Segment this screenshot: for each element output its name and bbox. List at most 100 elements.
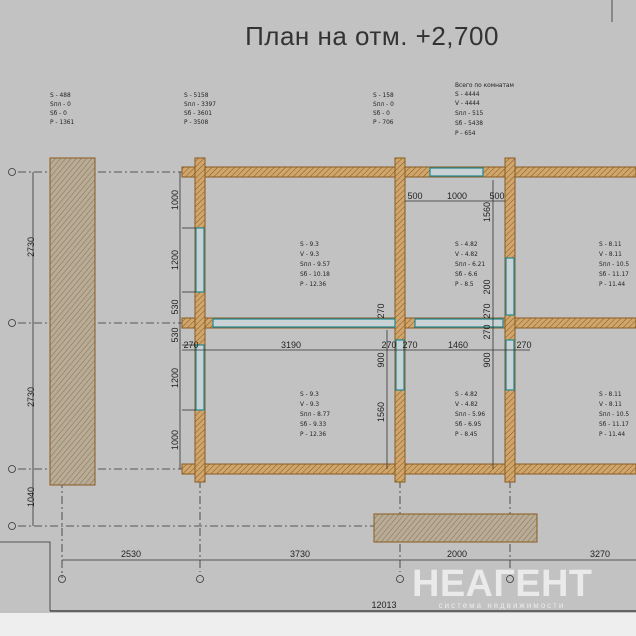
room-info-line: Sпл - 9.57 — [300, 260, 330, 268]
drawing-title: План на отм. +2,700 — [245, 21, 499, 51]
dimension-label: 3270 — [590, 549, 610, 559]
room-info-line: V - 9.3 — [300, 400, 319, 408]
room-info-line: V - 8.11 — [599, 400, 622, 408]
summary-line: P - 3508 — [184, 118, 209, 126]
dimension-label: 1000 — [447, 191, 467, 201]
room-info-line: S - 8.11 — [599, 240, 622, 248]
windows — [195, 167, 515, 411]
inner-left-dimensions: 1000 1200 530 530 1200 1000 — [170, 190, 180, 450]
summary-line: Sпл - 3397 — [184, 100, 216, 108]
vertical-inner-dimensions: 270 200 270 270 900 900 1560 1560 — [376, 202, 492, 422]
summary-line: S - 158 — [373, 91, 394, 99]
room-info-line: V - 4.82 — [455, 400, 478, 408]
room-info-line: S - 4.82 — [455, 390, 478, 398]
dimension-label: 1200 — [170, 368, 180, 388]
grid-axes — [18, 160, 636, 578]
axis-marker-icon — [8, 319, 16, 327]
dimension-label: 1560 — [376, 402, 386, 422]
room-info-line: Sб - 11.17 — [599, 420, 629, 428]
window — [212, 318, 396, 328]
dimension-label: 3190 — [281, 340, 301, 350]
dimension-label: 530 — [170, 327, 180, 342]
window — [195, 227, 205, 293]
summary-line: S - 5158 — [184, 91, 209, 99]
room-info-line: P - 12.36 — [300, 280, 326, 288]
dimension-label: 500 — [407, 191, 422, 201]
middle-dimensions: 270 3190 270 270 1460 270 — [183, 340, 531, 350]
wall-top — [181, 166, 636, 178]
totals-line: V - 4444 — [455, 99, 480, 107]
wall-right — [504, 157, 516, 483]
room-info-line: Sб - 9.33 — [300, 420, 326, 428]
wall-left — [194, 157, 206, 483]
watermark-logo: НЕАГЕНТ — [412, 563, 592, 605]
window — [414, 318, 504, 328]
summary-line: Sб - 3601 — [184, 109, 212, 117]
summary-line: P - 1361 — [50, 118, 75, 126]
room-info-line: P - 8.45 — [455, 430, 478, 438]
axis-markers — [8, 168, 514, 583]
window — [505, 339, 515, 391]
totals-line: Sпл - 515 — [455, 109, 484, 117]
room-info-line: S - 4.82 — [455, 240, 478, 248]
bottom-dimensions: 2530 3730 2000 3270 12013 — [121, 549, 610, 610]
room-info-line: V - 4.82 — [455, 250, 478, 258]
dimension-label: 530 — [170, 299, 180, 314]
dimension-label: 270 — [376, 303, 386, 318]
dimension-label: 1000 — [170, 430, 180, 450]
wall-middle — [181, 317, 636, 329]
dimension-label: 1200 — [170, 250, 180, 270]
axis-marker-icon — [8, 465, 16, 473]
axis-marker-icon — [396, 575, 404, 583]
summary-line: Sпл - 0 — [50, 100, 71, 108]
dimension-label: 1460 — [448, 340, 468, 350]
left-dimensions: 2730 2730 1040 — [26, 237, 36, 507]
wall-center — [394, 157, 406, 483]
room-info-line: P - 12.36 — [300, 430, 326, 438]
wall-bottom — [181, 463, 636, 475]
room-info-line: Sб - 6.95 — [455, 420, 481, 428]
dimension-label: 2730 — [26, 387, 36, 407]
room-info-line: S - 8.11 — [599, 390, 622, 398]
room-info-line: P - 11.44 — [599, 280, 625, 288]
room-info-line: Sб - 11.17 — [599, 270, 629, 278]
dimension-label: 270 — [482, 303, 492, 318]
room-info-line: V - 9.3 — [300, 250, 319, 258]
window — [429, 167, 484, 177]
room-info-line: Sпл - 6.21 — [455, 260, 485, 268]
totals-line: S - 4444 — [455, 90, 480, 98]
summary-block-1: S - 488 Sпл - 0 Sб - 0 P - 1361 — [50, 91, 75, 126]
dimension-label: 270 — [482, 324, 492, 339]
dimension-label: 200 — [482, 279, 492, 294]
summary-block-3: S - 158 Sпл - 0 Sб - 0 P - 706 — [373, 91, 394, 126]
room-info-line: Sпл - 10.5 — [599, 260, 629, 268]
room-info-line: Sб - 10.18 — [300, 270, 330, 278]
summary-line: S - 488 — [50, 91, 71, 99]
window — [395, 339, 405, 391]
room-info-line: P - 8.5 — [455, 280, 474, 288]
dimension-lines — [32, 172, 636, 561]
dimension-label: 500 — [489, 191, 504, 201]
frame-corner — [0, 541, 51, 611]
axis-marker-icon — [58, 575, 66, 583]
summary-line: Sб - 0 — [373, 109, 390, 117]
summary-line: P - 706 — [373, 118, 394, 126]
room-info-line: Sб - 6.6 — [455, 270, 478, 278]
dimension-label: 1000 — [170, 190, 180, 210]
room-info-line: P - 11.44 — [599, 430, 625, 438]
dimension-label: 1040 — [26, 487, 36, 507]
axis-marker-icon — [506, 575, 514, 583]
top-window-dimensions: 500 1000 500 — [407, 191, 504, 201]
dimension-label: 3730 — [290, 549, 310, 559]
totals-heading: Всего по комнатам — [455, 81, 514, 89]
summary-block-2: S - 5158 Sпл - 3397 Sб - 3601 P - 3508 — [184, 91, 216, 126]
dimension-label: 900 — [482, 352, 492, 367]
summary-line: Sпл - 0 — [373, 100, 394, 108]
